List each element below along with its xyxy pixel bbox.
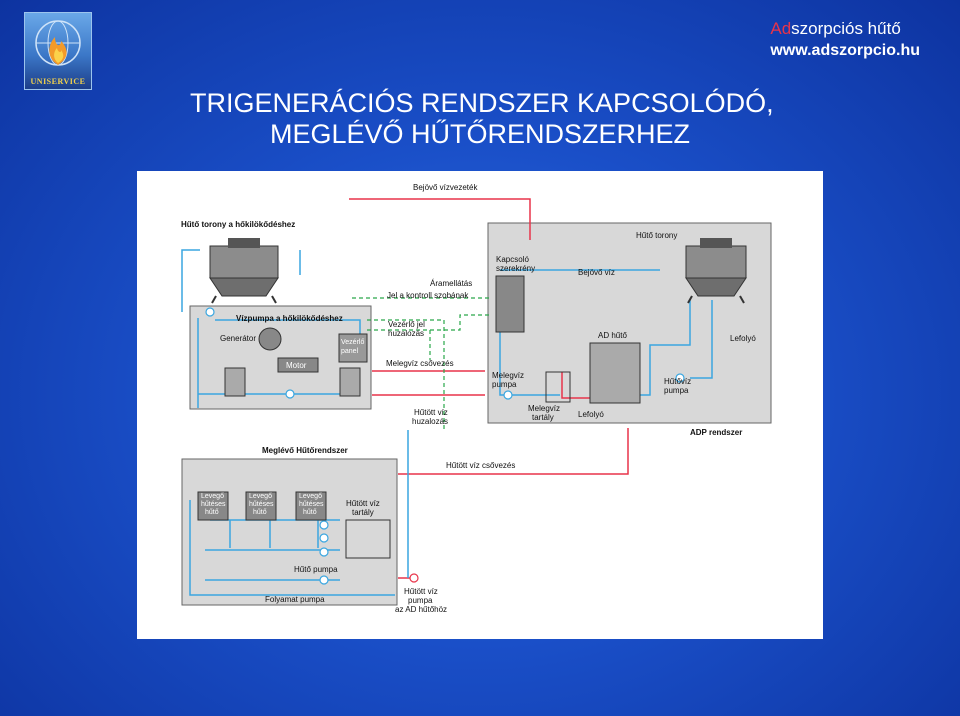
cooling-tower-right	[685, 238, 747, 304]
label-ad-pump-1: Hűtött víz	[404, 587, 438, 596]
heat-exchanger-left	[224, 367, 246, 397]
label-chilled-water-tank-2: tartály	[352, 508, 374, 517]
label-power-supply: Áramellátás	[430, 279, 472, 288]
pumps	[205, 307, 685, 585]
label-air-cooler-2b: hűtéses	[249, 501, 274, 508]
motor-box	[277, 357, 319, 373]
uniservice-logo: UNISERVICE	[24, 12, 92, 90]
label-switchgear-1: Kapcsoló	[496, 255, 529, 264]
label-control-wiring-1: Vezérlő jel	[388, 320, 425, 329]
label-hot-water-tank-1: Melegvíz	[528, 404, 560, 413]
page-title: TRIGENERÁCIÓS RENDSZER KAPCSOLÓDÓ, MEGLÉ…	[190, 88, 774, 150]
label-hot-water-piping: Melegvíz csővezés	[386, 359, 454, 368]
label-ad-pump-2: pumpa	[408, 596, 433, 605]
label-process-pump: Folyamat pumpa	[265, 595, 325, 604]
trigeneration-diagram: Bejövő vízvezeték Hűtő torony a hőkilökő…	[137, 171, 823, 639]
label-air-cooler-3a: Levegő	[299, 493, 322, 500]
heat-exchanger-right	[339, 367, 361, 397]
label-air-cooler-1c: hűtő	[205, 509, 219, 516]
ad-chiller-pump	[409, 573, 419, 583]
title-line-2: MEGLÉVŐ HŰTŐRENDSZERHEZ	[270, 119, 691, 149]
label-control-panel-1: Vezérlő	[341, 339, 364, 346]
existing-system-panel	[181, 458, 398, 606]
brand-rest: szorpciós hűtő	[791, 19, 901, 38]
label-air-cooler-3b: hűtéses	[299, 501, 324, 508]
switchgear-box	[495, 275, 525, 333]
label-chilled-water-wiring-1: Hűtött víz	[414, 408, 448, 417]
label-adp-system: ADP rendszer	[690, 428, 742, 437]
label-air-cooler-2c: hűtő	[253, 509, 267, 516]
label-cooling-pump: Hűtő pumpa	[294, 565, 338, 574]
brand-ad: Ad	[770, 19, 792, 38]
label-control-signal: Jel a kontroll szobának	[387, 291, 469, 300]
generator-unit	[258, 327, 282, 351]
label-cooling-tower-heat: Hűtő torony a hőkilökődéshez	[181, 220, 295, 229]
air-cooler-1	[197, 491, 229, 521]
label-cooling-water-pump-1: Hűtővíz	[664, 377, 691, 386]
label-incoming-water: Bejövő víz	[578, 268, 615, 277]
hot-water-lines	[349, 198, 629, 579]
cooling-tower-left	[209, 238, 279, 304]
label-hot-water-pump-1: Melegvíz	[492, 371, 524, 380]
label-generator: Generátor	[220, 334, 256, 343]
label-air-cooler-3c: hűtő	[303, 509, 317, 516]
label-air-cooler-1a: Levegő	[201, 493, 224, 500]
brand-url[interactable]: www.adszorpcio.hu	[770, 42, 920, 59]
control-panel-box	[338, 333, 368, 363]
chilled-water-tank-box	[345, 519, 391, 559]
label-hot-water-tank-2: tartály	[532, 413, 554, 422]
label-drain: Lefolyó	[578, 410, 604, 419]
label-water-pump-heat: Vízpumpa a hőkilökődéshez	[236, 314, 343, 323]
label-air-cooler-1b: hűtéses	[201, 501, 226, 508]
brand-block: Adszorpciós hűtő www.adszorpcio.hu	[770, 18, 920, 62]
label-hot-water-pump-2: pumpa	[492, 380, 517, 389]
label-air-cooler-2a: Levegő	[249, 493, 272, 500]
diagram-svg: Bejövő vízvezeték Hűtő torony a hőkilökő…	[181, 183, 772, 614]
label-motor: Motor	[286, 361, 307, 370]
label-ad-pump-3: az AD hűtőhöz	[395, 605, 447, 614]
control-signal-lines	[352, 297, 490, 430]
air-cooler-3	[295, 491, 327, 521]
label-chilled-water-tank-1: Hűtött víz	[346, 499, 380, 508]
label-existing-system: Meglévő Hűtőrendszer	[262, 446, 348, 455]
brand-name: Adszorpciós hűtő	[770, 18, 920, 40]
hot-water-tank-box	[545, 371, 571, 403]
flame-globe-logo-icon	[35, 20, 81, 66]
label-incoming-water-main: Bejövő vízvezeték	[413, 183, 478, 192]
label-control-wiring-2: huzalozás	[388, 329, 424, 338]
label-chilled-water-piping: Hűtött víz csővezés	[446, 461, 515, 470]
title-line-1: TRIGENERÁCIÓS RENDSZER KAPCSOLÓDÓ,	[190, 88, 774, 118]
label-control-panel-2: panel	[341, 348, 359, 355]
label-ad-chiller: AD hűtő	[598, 331, 627, 340]
air-cooler-2	[245, 491, 277, 521]
label-switchgear-2: szerekrény	[496, 264, 535, 273]
ad-chiller-box	[589, 342, 641, 404]
logo-text: UNISERVICE	[30, 77, 86, 86]
label-drain-top: Lefolyó	[730, 334, 756, 343]
label-chilled-water-wiring-2: huzalozás	[412, 417, 448, 426]
label-cooling-tower: Hűtő torony	[636, 231, 677, 240]
label-cooling-water-pump-2: pumpa	[664, 386, 689, 395]
